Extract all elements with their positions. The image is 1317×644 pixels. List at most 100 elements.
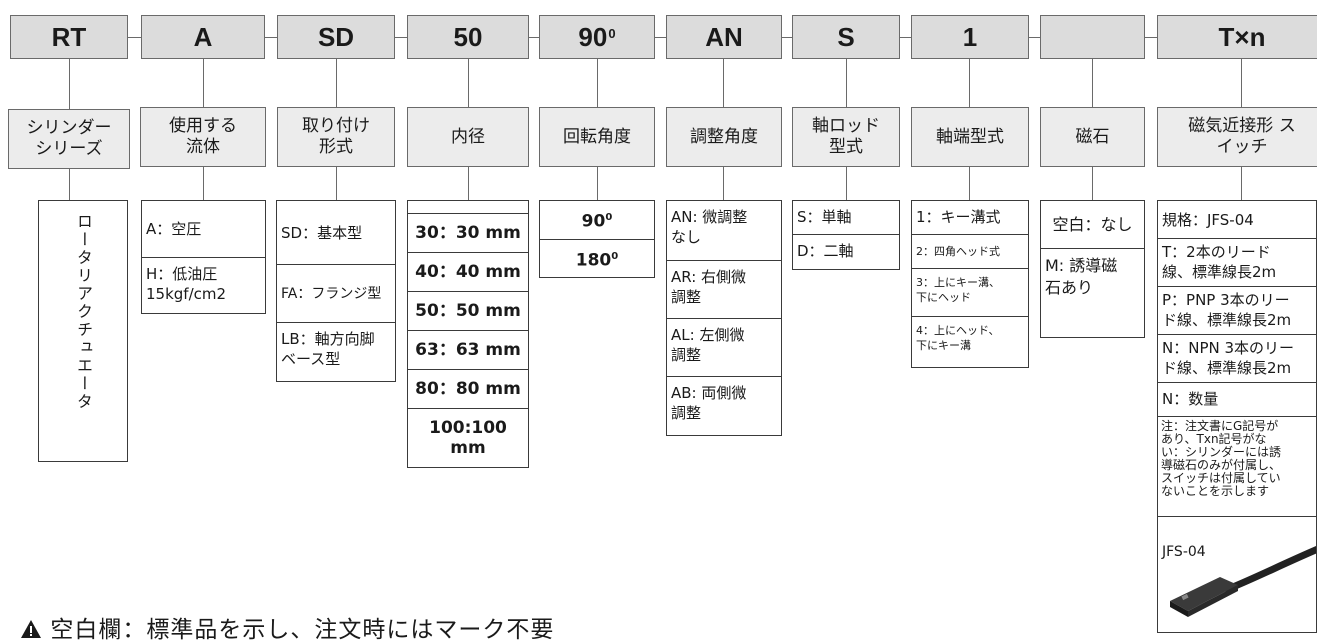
connector-line <box>723 59 724 107</box>
options-angle: 900 1800 <box>539 200 655 279</box>
category-switch: 磁気近接形 ス イッチ <box>1157 107 1317 167</box>
connector-line <box>723 167 724 200</box>
option-shaft-2: 2：四角ヘッド式 <box>912 235 1028 269</box>
category-bore: 内径 <box>407 107 529 167</box>
option-adjust-ab: AB: 両側微 調整 <box>671 384 747 422</box>
code-connector <box>900 37 911 38</box>
option-magnet-m: M: 誘導磁 石あり <box>1045 256 1118 297</box>
connector-line <box>336 59 337 107</box>
option-mount-fa: FA：フランジ型 <box>277 265 395 323</box>
option-shaft-3: 3：上にキー溝、 下にヘッド <box>912 269 1028 317</box>
connector-line <box>69 59 70 109</box>
options-switch: 規格：JFS-04 T：2本のリード 線、標準線長2m P：PNP 3本のリー … <box>1157 200 1317 633</box>
options-rod: S：単軸 D：二軸 <box>792 200 900 270</box>
connector-line <box>846 167 847 200</box>
category-series: シリンダー シリーズ <box>8 109 130 169</box>
connector-line <box>336 167 337 200</box>
options-mount: SD：基本型 FA：フランジ型 LB：軸方向脚 ベース型 <box>276 200 396 382</box>
code-box-series: RT <box>10 15 128 59</box>
switch-model-label: JFS-04 <box>1162 544 1206 560</box>
connector-line <box>468 167 469 200</box>
category-shaft-end: 軸端型式 <box>911 107 1029 167</box>
switch-model-cell: JFS-04 <box>1158 517 1316 632</box>
option-bore: 63：63 mm <box>408 331 528 370</box>
switch-spec: 規格：JFS-04 <box>1158 201 1316 239</box>
connector-line <box>969 59 970 107</box>
option-bore: 80：80 mm <box>408 370 528 409</box>
category-angle: 回転角度 <box>539 107 655 167</box>
connector-line <box>203 167 204 200</box>
code-box-shaft-end: 1 <box>911 15 1029 59</box>
options-magnet: 空白：なし M: 誘導磁 石あり <box>1040 200 1145 338</box>
connector-line <box>597 167 598 200</box>
option-adjust-ar: AR: 右側微 調整 <box>667 261 781 319</box>
switch-type-n: N：NPN 3本のリー ド線、標準線長2m <box>1158 335 1316 383</box>
category-magnet: 磁石 <box>1040 107 1145 167</box>
option-magnet-none: 空白：なし <box>1041 201 1144 249</box>
connector-line <box>846 59 847 107</box>
option-rod-d: D：二軸 <box>797 242 854 260</box>
code-box-switch: T×n <box>1157 15 1317 59</box>
option-adjust-al: AL: 左側微 調整 <box>667 319 781 377</box>
switch-note: 注：注文書にG記号が あり、Txn記号がな い：シリンダーには誘 導磁石のみが付… <box>1158 417 1316 517</box>
option-fluid-h: H：低油圧 15kgf/cm2 <box>146 265 227 303</box>
code-connector <box>128 37 141 38</box>
option-shaft-4: 4：上にヘッド、 下にキー溝 <box>916 324 1000 352</box>
option-shaft-1: 1：キー溝式 <box>912 201 1028 235</box>
option-rod-s: S：単軸 <box>793 201 899 235</box>
connector-line <box>1241 59 1242 107</box>
degree-sup: 0 <box>605 212 613 223</box>
option-bore: 100:100 mm <box>429 418 507 458</box>
code-connector <box>265 37 277 38</box>
options-adjust: AN: 微調整 なし AR: 右側微 調整 AL: 左側微 調整 AB: 両側微… <box>666 200 782 436</box>
angle-degree-sup: 0 <box>608 25 616 41</box>
code-connector <box>1029 37 1040 38</box>
category-adjust: 調整角度 <box>666 107 782 167</box>
code-connector <box>529 37 539 38</box>
connector-line <box>203 59 204 107</box>
option-bore: 40：40 mm <box>408 253 528 292</box>
options-fluid: A：空圧 H：低油圧 15kgf/cm2 <box>141 200 266 314</box>
option-angle-180: 1800 <box>575 250 619 271</box>
connector-line <box>69 169 70 200</box>
options-shaft-end: 1：キー溝式 2：四角ヘッド式 3：上にキー溝、 下にヘッド 4：上にヘッド、 … <box>911 200 1029 368</box>
connector-line <box>1092 59 1093 107</box>
switch-type-t: T：2本のリード 線、標準線長2m <box>1158 239 1316 287</box>
code-box-mount: SD <box>277 15 395 59</box>
option-angle-90: 900 <box>540 201 654 240</box>
connector-line <box>597 59 598 107</box>
connector-line <box>969 167 970 200</box>
connector-line <box>1092 167 1093 200</box>
footer-note: 空白欄：標準品を示し、注文時にはマーク不要 <box>20 610 554 644</box>
category-mount: 取り付け 形式 <box>277 107 395 167</box>
warning-icon <box>21 620 41 638</box>
code-box-rod: S <box>792 15 900 59</box>
option-fluid-a: A：空圧 <box>142 201 265 258</box>
category-rod: 軸ロッド 型式 <box>792 107 900 167</box>
code-box-adjust: AN <box>666 15 782 59</box>
switch-quantity: N：数量 <box>1158 383 1316 417</box>
switch-type-p: P：PNP 3本のリー ド線、標準線長2m <box>1158 287 1316 335</box>
option-mount-lb: LB：軸方向脚 ベース型 <box>281 330 375 368</box>
option-bore: 30：30 mm <box>408 213 528 253</box>
connector-line <box>1241 167 1242 200</box>
code-connector <box>655 37 666 38</box>
connector-line <box>468 59 469 107</box>
code-connector <box>395 37 407 38</box>
sensor-image <box>1170 546 1316 617</box>
category-fluid: 使用する 流体 <box>140 107 266 167</box>
options-series: ロータリアクチュエータ <box>38 200 128 462</box>
code-connector <box>782 37 792 38</box>
option-bore: 50：50 mm <box>408 292 528 331</box>
code-connector <box>1145 37 1157 38</box>
footer-text: 空白欄：標準品を示し、注文時にはマーク不要 <box>50 617 555 643</box>
code-box-bore: 50 <box>407 15 529 59</box>
option-mount-sd: SD：基本型 <box>277 201 395 265</box>
options-bore: 30：30 mm 40：40 mm 50：50 mm 63：63 mm 80：8… <box>407 200 529 468</box>
option-adjust-an: AN: 微調整 なし <box>667 201 781 261</box>
code-box-magnet <box>1040 15 1145 59</box>
series-name: ロータリアクチュエータ <box>74 213 93 411</box>
degree-sup: 0 <box>611 250 619 262</box>
code-box-fluid: A <box>141 15 265 59</box>
